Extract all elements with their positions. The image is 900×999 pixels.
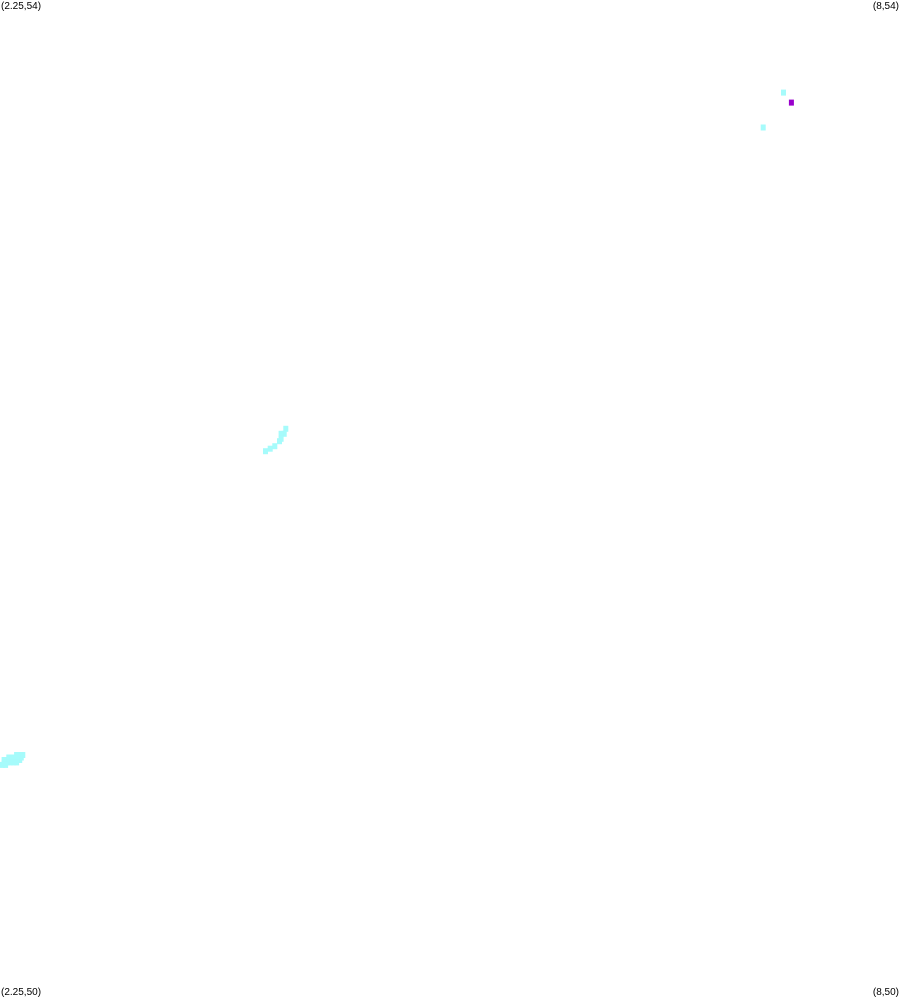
heatmap-cell-cyan [3,761,9,768]
heatmap-cell-cyan [277,438,282,445]
heatmap-cell-cyan [17,757,23,763]
heatmap-cell-cyan [263,448,268,455]
heatmap-cell-cyan [278,430,284,437]
corner-label-top-left: (2.25,54) [1,1,42,12]
heatmap-cell-cyan [760,124,766,131]
heatmap-cell-cyan [283,425,289,432]
heatmap-cell-cyan [267,445,273,452]
heatmap-cell-cyan [11,759,16,766]
heatmap-cell-purple [788,99,794,106]
corner-label-top-right: (8,54) [872,1,899,12]
corner-label-bottom-left: (2.25,50) [1,987,42,998]
heatmap-cell-cyan [7,759,13,766]
corner-label-bottom-right: (8,50) [872,987,899,998]
heatmap-cell-cyan [272,443,278,450]
heatmap-cell-cyan [281,430,287,437]
heatmap-cell-cyan [781,89,786,96]
heatmap-cell-cyan [0,761,5,768]
heatmap-cell-cyan [14,759,20,766]
